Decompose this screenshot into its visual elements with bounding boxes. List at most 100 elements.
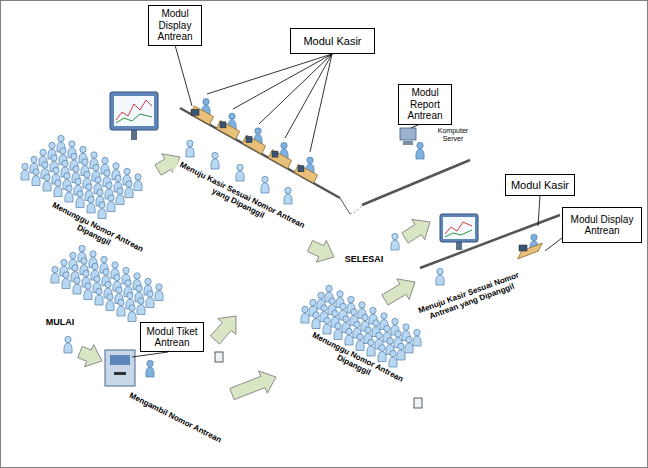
monitor-screen bbox=[114, 96, 154, 126]
laptop bbox=[519, 245, 527, 251]
person-head bbox=[107, 294, 113, 300]
person-head bbox=[324, 317, 330, 323]
person-body bbox=[312, 319, 320, 329]
person-head bbox=[212, 152, 218, 158]
person-body bbox=[117, 306, 125, 316]
figures bbox=[21, 99, 542, 400]
text-label: MULAI bbox=[38, 317, 82, 329]
text-label: Komputer Server bbox=[430, 126, 476, 143]
cashier-monitor bbox=[272, 151, 278, 157]
person-figure bbox=[397, 343, 405, 360]
person-body bbox=[43, 181, 51, 191]
person-head bbox=[113, 163, 119, 169]
callout-box: Modul Display Antrean bbox=[562, 207, 642, 243]
person-head bbox=[237, 164, 243, 170]
person-body bbox=[95, 295, 103, 305]
person-head bbox=[203, 99, 209, 105]
person-head bbox=[414, 329, 420, 335]
person-head bbox=[88, 196, 94, 202]
person-head bbox=[329, 298, 335, 304]
person-body bbox=[261, 183, 269, 193]
person-head bbox=[103, 269, 109, 275]
person-body bbox=[236, 171, 244, 181]
person-head bbox=[62, 160, 68, 166]
person-head bbox=[124, 168, 130, 174]
person-head bbox=[101, 256, 107, 262]
person-figure bbox=[116, 188, 124, 205]
person-head bbox=[357, 334, 363, 340]
person-head bbox=[335, 323, 341, 329]
door-leaf bbox=[340, 198, 350, 214]
leader-line bbox=[545, 238, 562, 251]
person-body bbox=[416, 149, 424, 159]
person-body bbox=[334, 330, 342, 340]
person-head bbox=[90, 251, 96, 257]
person-head bbox=[138, 298, 144, 304]
counter-wall bbox=[362, 160, 470, 205]
person-figure bbox=[301, 306, 309, 323]
person-body bbox=[107, 202, 115, 212]
person-head bbox=[145, 278, 151, 284]
flow-arrow bbox=[211, 316, 237, 344]
person-figure bbox=[413, 329, 421, 346]
person-figure bbox=[62, 272, 70, 289]
cashier-monitor bbox=[220, 122, 226, 128]
person-body bbox=[134, 181, 142, 191]
person-body bbox=[84, 290, 92, 300]
person-figure bbox=[345, 328, 353, 345]
person-head bbox=[384, 325, 390, 331]
callout-box: Modul Report Antrean bbox=[398, 84, 452, 125]
screen-chart bbox=[116, 114, 152, 123]
cashier-desk bbox=[294, 164, 317, 183]
person-head bbox=[343, 316, 349, 322]
person-head bbox=[114, 274, 120, 280]
person-head bbox=[115, 175, 121, 181]
person-body bbox=[137, 305, 145, 315]
person-head bbox=[63, 272, 69, 278]
person-head bbox=[398, 343, 404, 349]
person-figure bbox=[261, 176, 269, 193]
person-figure bbox=[32, 169, 40, 186]
callout-text: Modul Display Antrean bbox=[566, 214, 638, 237]
person-body bbox=[51, 273, 59, 283]
person-head bbox=[406, 336, 412, 342]
person-body bbox=[389, 357, 397, 367]
person-figure bbox=[323, 317, 331, 334]
cashier-desk bbox=[268, 150, 291, 169]
person-body bbox=[397, 350, 405, 360]
person-head bbox=[318, 292, 324, 298]
person-head bbox=[337, 291, 343, 297]
person-figure bbox=[186, 140, 194, 157]
person-body bbox=[62, 279, 70, 289]
person-body bbox=[284, 194, 292, 204]
monitor-stand bbox=[131, 130, 137, 140]
cashier-desk bbox=[190, 106, 213, 125]
person-head bbox=[136, 285, 142, 291]
person-body bbox=[413, 336, 421, 346]
person-body bbox=[65, 192, 73, 202]
person-head bbox=[108, 195, 114, 201]
text-label: SELESAI bbox=[338, 254, 390, 266]
person-head bbox=[135, 174, 141, 180]
leader-line bbox=[310, 54, 332, 152]
person-figure bbox=[134, 174, 142, 191]
monitor-screen bbox=[443, 217, 475, 239]
person-head bbox=[80, 146, 86, 152]
person-head bbox=[255, 128, 261, 134]
person-head bbox=[95, 177, 101, 183]
flow-arrow bbox=[230, 371, 276, 400]
person-figure bbox=[73, 277, 81, 294]
person-figure bbox=[54, 180, 62, 197]
person-body bbox=[64, 343, 72, 353]
person-head bbox=[66, 185, 72, 191]
person-figure bbox=[146, 291, 154, 308]
person-head bbox=[126, 181, 132, 187]
leader-line bbox=[285, 54, 332, 138]
ticket-slot bbox=[114, 372, 126, 375]
leader-line bbox=[259, 54, 332, 124]
person-figure bbox=[125, 181, 133, 198]
person-head bbox=[531, 234, 537, 240]
person-figure bbox=[312, 312, 320, 329]
person-head bbox=[53, 167, 59, 173]
person-figure bbox=[137, 298, 145, 315]
